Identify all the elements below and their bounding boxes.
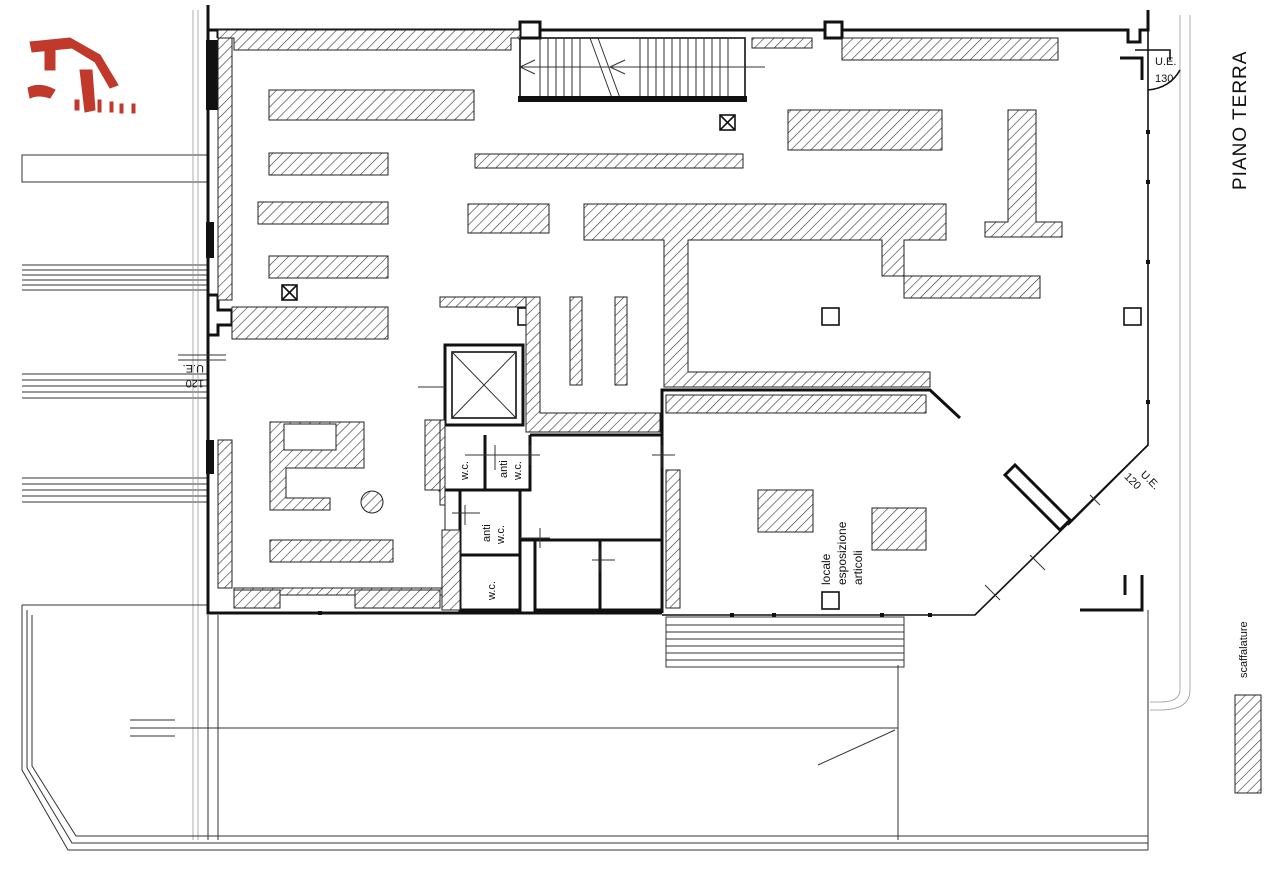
window-marks	[318, 96, 1150, 617]
ue-120-diagonal-label: U.E. 120	[1122, 469, 1162, 493]
svg-text:130: 130	[1155, 73, 1173, 85]
plan-title: PIANO TERRA	[1230, 51, 1251, 190]
svg-text:U.E.: U.E.	[1155, 56, 1176, 68]
ue-120-left-label: U.E. 120	[183, 362, 204, 389]
svg-text:esposizione: esposizione	[835, 521, 849, 585]
svg-text:U.E.: U.E.	[1138, 469, 1162, 493]
svg-text:locale: locale	[819, 553, 833, 585]
ue-130-label: U.E. 130	[1155, 56, 1176, 85]
anti-wc-label-bottom: anti w.c.	[481, 524, 507, 545]
outdoor-area	[21, 604, 1149, 851]
svg-text:anti: anti	[498, 460, 510, 478]
wc-label-top: w.c.	[459, 461, 471, 481]
wc-label-bottom: w.c.	[486, 581, 498, 601]
svg-text:anti: anti	[481, 524, 493, 542]
shelving	[217, 29, 1262, 794]
room-label-exhibition: locale esposizione articoli	[819, 521, 865, 585]
company-logo	[27, 37, 136, 114]
anti-wc-label-top: anti w.c.	[498, 460, 524, 481]
svg-text:120: 120	[186, 377, 204, 389]
svg-text:articoli: articoli	[851, 550, 865, 585]
svg-text:w.c.: w.c.	[512, 461, 524, 481]
legend-label: scaffalature	[1238, 621, 1250, 678]
building-walls	[178, 5, 1181, 616]
svg-text:U.E.: U.E.	[183, 362, 204, 374]
site-context	[21, 10, 1191, 840]
svg-text:w.c.: w.c.	[495, 525, 507, 545]
